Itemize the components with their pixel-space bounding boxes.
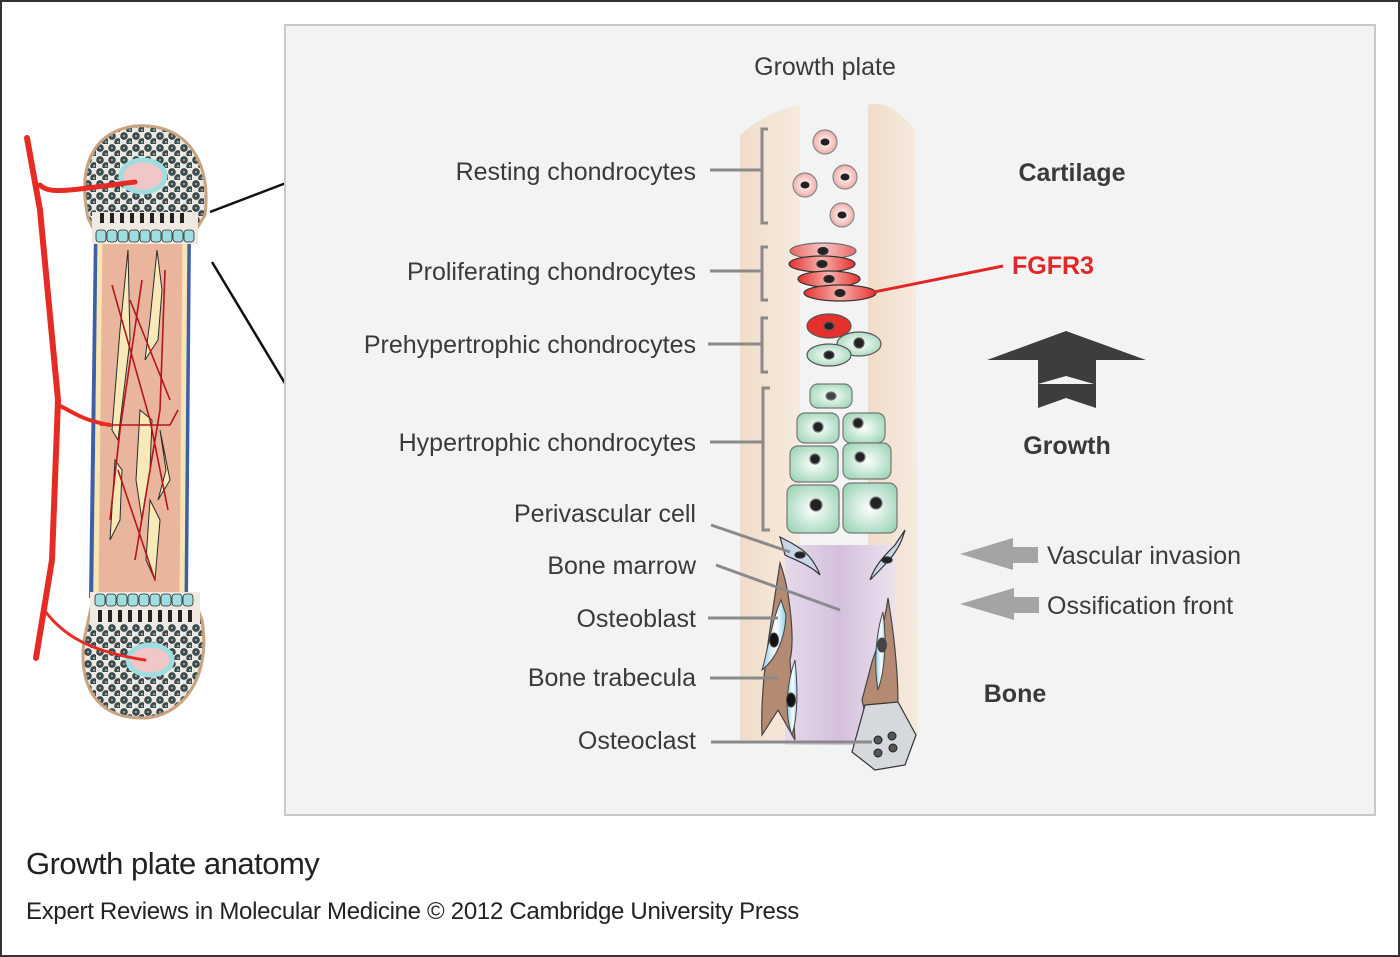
prehypertrophic-chondrocytes (806, 313, 882, 367)
label-resting: Resting chondrocytes (456, 158, 696, 186)
long-bone-illustration (24, 124, 208, 720)
zoom-line-lower-black (210, 261, 288, 386)
label-growth: Growth (1023, 432, 1111, 460)
osteoclast-cell (851, 701, 917, 771)
perivascular-cells (779, 529, 906, 581)
growth-plate-top-columns (100, 213, 184, 223)
osteoblasts (761, 598, 887, 737)
growth-plate-top-cells (95, 229, 195, 243)
growth-arrow-notch (1038, 376, 1094, 384)
panel-title: Growth plate (754, 53, 896, 81)
label-bone-trabecula: Bone trabecula (528, 664, 696, 692)
label-vascular-invasion: Vascular invasion (1047, 542, 1241, 570)
label-osteoclast: Osteoclast (578, 727, 696, 755)
label-prehypertrophic: Prehypertrophic chondrocytes (364, 331, 696, 359)
growth-plate-bottom-cells (94, 593, 194, 607)
periosteum-right (184, 231, 191, 599)
label-ossification-front: Ossification front (1047, 592, 1233, 620)
leader-lines (708, 168, 872, 744)
label-bone: Bone (984, 680, 1047, 708)
vascular-invasion-arrow-icon (960, 538, 1038, 570)
label-proliferating: Proliferating chondrocytes (407, 258, 696, 286)
ossification-center-top (118, 157, 168, 195)
label-hypertrophic: Hypertrophic chondrocytes (399, 429, 696, 457)
caption-title: Growth plate anatomy (26, 846, 320, 881)
internal-vessels (100, 269, 179, 581)
nutrient-artery (24, 135, 147, 662)
fgfr3-pointer (873, 264, 1004, 294)
hypertrophic-chondrocytes (786, 383, 898, 534)
label-fgfr3: FGFR3 (1012, 252, 1094, 280)
caption-credit: Expert Reviews in Molecular Medicine © 2… (26, 898, 799, 925)
label-perivascular: Perivascular cell (514, 500, 696, 528)
periosteum-left (89, 231, 98, 599)
label-bone-marrow: Bone marrow (547, 552, 697, 580)
label-cartilage: Cartilage (1019, 159, 1126, 187)
ossification-center-bottom (125, 642, 175, 678)
proliferating-chondrocytes (788, 242, 877, 302)
resting-chondrocytes (792, 129, 858, 228)
growth-arrow-icon (987, 331, 1146, 408)
growth-plate-bottom-columns (98, 610, 192, 622)
zoom-line-upper-black (209, 181, 287, 214)
label-osteoblast: Osteoblast (576, 605, 696, 633)
ossification-front-arrow-icon (960, 588, 1039, 620)
